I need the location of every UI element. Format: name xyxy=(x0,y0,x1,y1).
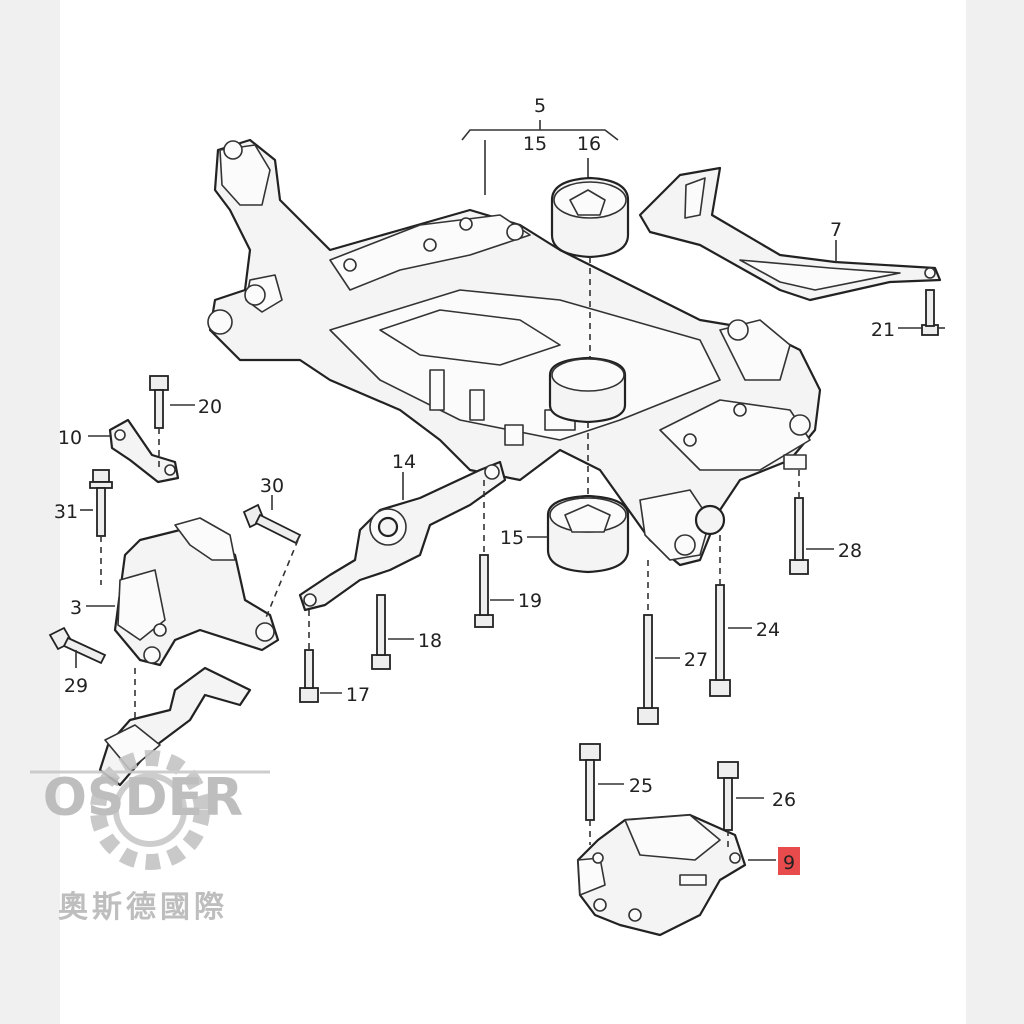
callout-27: 27 xyxy=(684,649,708,671)
watermark-subtitle: 奧斯德國際 xyxy=(58,890,228,925)
gear-logo-icon xyxy=(30,750,270,870)
bolt-25 xyxy=(579,743,601,845)
callout-9-highlight xyxy=(778,847,800,875)
bolt-31 xyxy=(89,469,113,585)
callout-14: 14 xyxy=(392,451,416,473)
bolt-21 xyxy=(921,289,945,336)
callout-5: 5 xyxy=(534,95,546,117)
bolt-29 xyxy=(48,626,107,665)
bracket-10 xyxy=(108,418,180,484)
callout-28: 28 xyxy=(838,540,862,562)
callout-labels: 5 15 16 7 21 20 10 14 30 31 3 29 15 19 1… xyxy=(54,95,895,875)
callout-3: 3 xyxy=(70,597,82,619)
bolt-17 xyxy=(299,610,319,703)
left-margin xyxy=(0,0,60,1024)
subframe-assembly xyxy=(207,138,822,567)
callout-15-bottom: 15 xyxy=(500,527,524,549)
callout-10: 10 xyxy=(58,427,82,449)
bolt-24 xyxy=(709,535,731,697)
callout-20: 20 xyxy=(198,396,222,418)
gearbox-mount-9 xyxy=(576,813,747,937)
bolt-18 xyxy=(371,594,391,670)
torque-rod-14 xyxy=(298,460,507,612)
bolt-19 xyxy=(474,480,494,628)
leader-lines xyxy=(75,240,922,861)
right-margin xyxy=(966,0,1024,1024)
callout-7: 7 xyxy=(830,219,842,241)
bolt-28 xyxy=(789,470,809,575)
bolt-30 xyxy=(242,503,302,621)
callout-24: 24 xyxy=(756,619,780,641)
callout-15-top: 15 xyxy=(523,133,547,155)
callout-26: 26 xyxy=(772,789,796,811)
callout-29: 29 xyxy=(64,675,88,697)
rear-bushing-16 xyxy=(550,176,630,360)
bolt-26 xyxy=(717,761,739,850)
callout-25: 25 xyxy=(629,775,653,797)
watermark-brand: OSDER xyxy=(43,768,243,828)
watermark: OSDER 奧斯德國際 xyxy=(30,750,270,925)
bolt-27 xyxy=(637,560,659,725)
callout-5-bracket xyxy=(461,120,619,195)
callout-31: 31 xyxy=(54,501,78,523)
front-bushing-15 xyxy=(546,422,630,574)
callout-9: 9 xyxy=(783,852,795,874)
front-bushing-in-frame xyxy=(548,356,627,424)
callout-21: 21 xyxy=(871,319,895,341)
callout-17: 17 xyxy=(346,684,370,706)
bolt-20 xyxy=(149,375,169,470)
callout-30: 30 xyxy=(260,475,284,497)
callout-18: 18 xyxy=(418,630,442,652)
callout-19: 19 xyxy=(518,590,542,612)
subframe-brace-7 xyxy=(638,166,942,302)
callout-16: 16 xyxy=(577,133,601,155)
engine-mount-3 xyxy=(113,517,280,667)
